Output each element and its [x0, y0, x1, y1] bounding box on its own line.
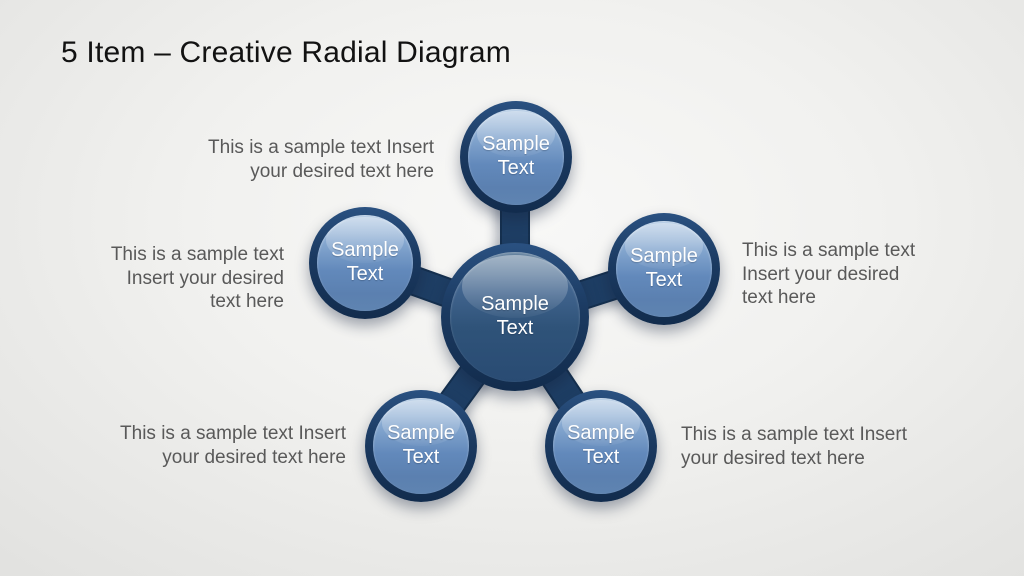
- node-label: Sample Text: [387, 422, 455, 468]
- satellite-node-upper-left: Sample Text: [309, 207, 421, 319]
- annotation-bottom-right: This is a sample text Insert your desire…: [681, 423, 907, 470]
- annotation-line: text here: [742, 287, 816, 308]
- satellite-ball: Sample Text: [553, 398, 649, 494]
- slide-title: 5 Item – Creative Radial Diagram: [61, 36, 511, 69]
- node-label: Sample Text: [481, 293, 549, 339]
- annotation-right: This is a sample text Insert your desire…: [742, 239, 915, 310]
- satellite-ball: Sample Text: [317, 215, 413, 311]
- satellite-ball: Sample Text: [468, 109, 564, 205]
- annotation-line: This is a sample text Insert: [681, 424, 907, 445]
- satellite-node-lower-right: Sample Text: [545, 390, 657, 502]
- center-ball: Sample Text: [450, 252, 580, 382]
- node-label: Sample Text: [630, 245, 698, 291]
- annotation-line: This is a sample text: [742, 240, 916, 261]
- node-label: Sample Text: [331, 239, 399, 285]
- annotation-line: your desired text here: [250, 160, 434, 182]
- satellite-node-lower-left: Sample Text: [365, 390, 477, 502]
- node-label: Sample Text: [567, 422, 635, 468]
- annotation-line: your desired text here: [162, 446, 346, 468]
- annotation-top-left: This is a sample text Insert your desire…: [208, 136, 434, 183]
- satellite-ball: Sample Text: [373, 398, 469, 494]
- satellite-node-top: Sample Text: [460, 101, 572, 213]
- annotation-line: text here: [210, 291, 284, 312]
- annotation-line: Insert your desired: [742, 263, 900, 285]
- annotation-left: This is a sample text Insert your desire…: [111, 243, 284, 314]
- annotation-line: This is a sample text Insert: [208, 137, 434, 158]
- annotation-bottom-left: This is a sample text Insert your desire…: [120, 422, 346, 469]
- annotation-line: your desired text here: [681, 447, 865, 469]
- center-node: Sample Text: [441, 243, 589, 391]
- satellite-node-upper-right: Sample Text: [608, 213, 720, 325]
- satellite-ball: Sample Text: [616, 221, 712, 317]
- node-label: Sample Text: [482, 133, 550, 179]
- annotation-line: This is a sample text Insert: [120, 423, 346, 444]
- annotation-line: This is a sample text: [110, 244, 284, 265]
- annotation-line: Insert your desired: [126, 267, 284, 289]
